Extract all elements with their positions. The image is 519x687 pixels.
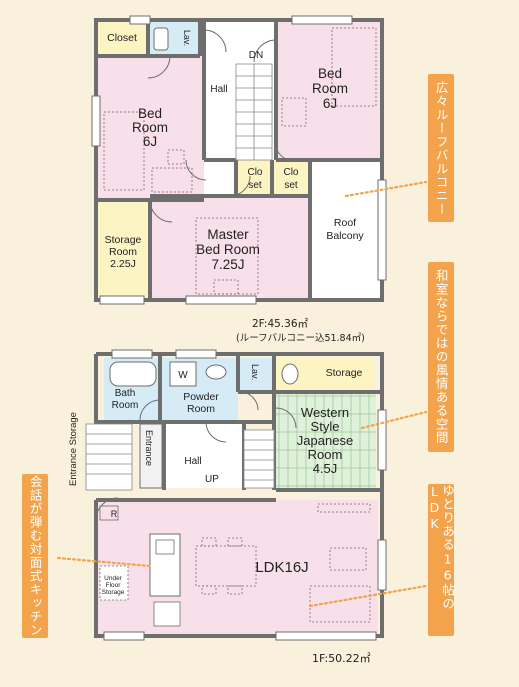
label-closet: Closet bbox=[107, 32, 137, 44]
door-swings-1f bbox=[95, 391, 297, 521]
storage-room-2f bbox=[96, 200, 150, 300]
label-r: R bbox=[111, 509, 118, 519]
closet-room bbox=[96, 20, 148, 56]
label-storage-1f: Storage bbox=[326, 367, 363, 379]
label-western-5: 4.5J bbox=[313, 461, 338, 476]
label-master-2: Bed Room bbox=[196, 242, 260, 257]
label-bath-1: Bath bbox=[115, 388, 136, 399]
label-up: UP bbox=[205, 474, 219, 485]
walls-1f bbox=[94, 352, 384, 638]
closet-small-1 bbox=[236, 160, 272, 196]
label-master-3: 7.25J bbox=[211, 257, 244, 272]
label-western-4: Room bbox=[308, 447, 343, 462]
lav-sink-2f bbox=[153, 27, 169, 51]
label-lav-2f: Lav. bbox=[182, 30, 192, 46]
label-bedroom-right-3: 6J bbox=[323, 96, 337, 111]
label-bedroom-left-1: Bed bbox=[138, 106, 162, 121]
label-bedroom-right-2: Room bbox=[312, 81, 348, 96]
label-roof-balcony-1: Roof bbox=[334, 217, 356, 229]
label-powder-2: Room bbox=[187, 403, 215, 415]
area-2f-sub: (ルーフバルコニー込51.84㎡) bbox=[236, 333, 365, 344]
label-under-floor-1: Under bbox=[104, 575, 123, 582]
lav-room-1f bbox=[238, 358, 274, 392]
label-w: W bbox=[178, 370, 188, 381]
label-storage-room-1: Storage bbox=[105, 234, 142, 246]
furniture-1f bbox=[195, 503, 371, 623]
label-under-floor-3: Storage bbox=[102, 589, 125, 596]
leader-lines bbox=[56, 180, 428, 608]
door-swings-2f bbox=[147, 29, 293, 223]
bed-room-right bbox=[276, 20, 382, 160]
roof-balcony bbox=[310, 160, 382, 300]
label-western-1: Western bbox=[301, 405, 349, 420]
label-entrance-storage: Entrance Storage bbox=[68, 412, 79, 486]
hall-1f bbox=[166, 424, 242, 488]
closet-small-2 bbox=[274, 160, 310, 196]
label-ldk: LDK16J bbox=[255, 559, 308, 576]
callout-kitchen: 会話が弾む対面式キッチン bbox=[22, 474, 48, 638]
label-dn: DN bbox=[249, 50, 263, 61]
callout-ldk: ゆとりある16帖のLDK bbox=[427, 484, 455, 636]
label-bath-2: Room bbox=[112, 400, 139, 411]
label-closet-small-1b: set bbox=[248, 180, 262, 191]
second-floor: Closet Lav. DN Hall Bed Room 6J Bed Room… bbox=[91, 15, 387, 305]
label-bedroom-left-3: 6J bbox=[143, 134, 157, 149]
label-western-2: Style bbox=[311, 419, 340, 434]
entrance-floor bbox=[139, 423, 163, 489]
master-bed-room bbox=[150, 196, 310, 300]
label-hall-1f: Hall bbox=[184, 456, 201, 467]
windows-2f bbox=[91, 15, 387, 305]
label-closet-small-1a: Clo bbox=[247, 167, 262, 178]
callout-japanese-room: 和室ならではの風情ある空間 bbox=[428, 262, 454, 452]
under-floor-storage bbox=[99, 565, 129, 601]
label-bedroom-right-1: Bed bbox=[318, 66, 342, 81]
callout-roof-balcony: 広々ルーフバルコニー bbox=[428, 74, 454, 222]
bathtub bbox=[109, 361, 157, 387]
windows-1f bbox=[103, 349, 387, 641]
powder-sink bbox=[205, 364, 227, 380]
label-western-3: Japanese bbox=[297, 433, 353, 448]
label-bedroom-left-2: Room bbox=[132, 120, 168, 135]
area-1f: 1F:50.22㎡ bbox=[312, 652, 371, 665]
furniture-2f bbox=[103, 27, 377, 295]
area-2f: 2F:45.36㎡ bbox=[252, 318, 309, 330]
stairs-1f bbox=[243, 429, 275, 489]
kitchen-sink bbox=[155, 539, 175, 555]
label-under-floor-2: Floor bbox=[106, 582, 122, 589]
label-hall-2f: Hall bbox=[210, 84, 227, 95]
label-powder-1: Powder bbox=[183, 391, 219, 403]
label-lav-1f: Lav. bbox=[250, 364, 260, 380]
label-closet-small-2b: set bbox=[284, 180, 298, 191]
toilet bbox=[281, 363, 299, 385]
cooktop bbox=[153, 601, 181, 627]
refrigerator bbox=[99, 505, 119, 521]
western-japanese-room bbox=[276, 394, 376, 490]
stairs-2f bbox=[235, 63, 273, 161]
washer-space bbox=[169, 361, 197, 387]
label-storage-room-3: 2.25J bbox=[110, 258, 136, 270]
first-floor: Bath Room W Powder Room Lav. Storage Ent… bbox=[68, 349, 387, 641]
label-storage-room-2: Room bbox=[109, 246, 137, 258]
entrance-steps bbox=[85, 423, 133, 491]
label-closet-small-2a: Clo bbox=[283, 167, 298, 178]
label-roof-balcony-2: Balcony bbox=[326, 230, 364, 242]
label-entrance: Entrance bbox=[144, 430, 154, 466]
label-master-1: Master bbox=[207, 227, 249, 242]
